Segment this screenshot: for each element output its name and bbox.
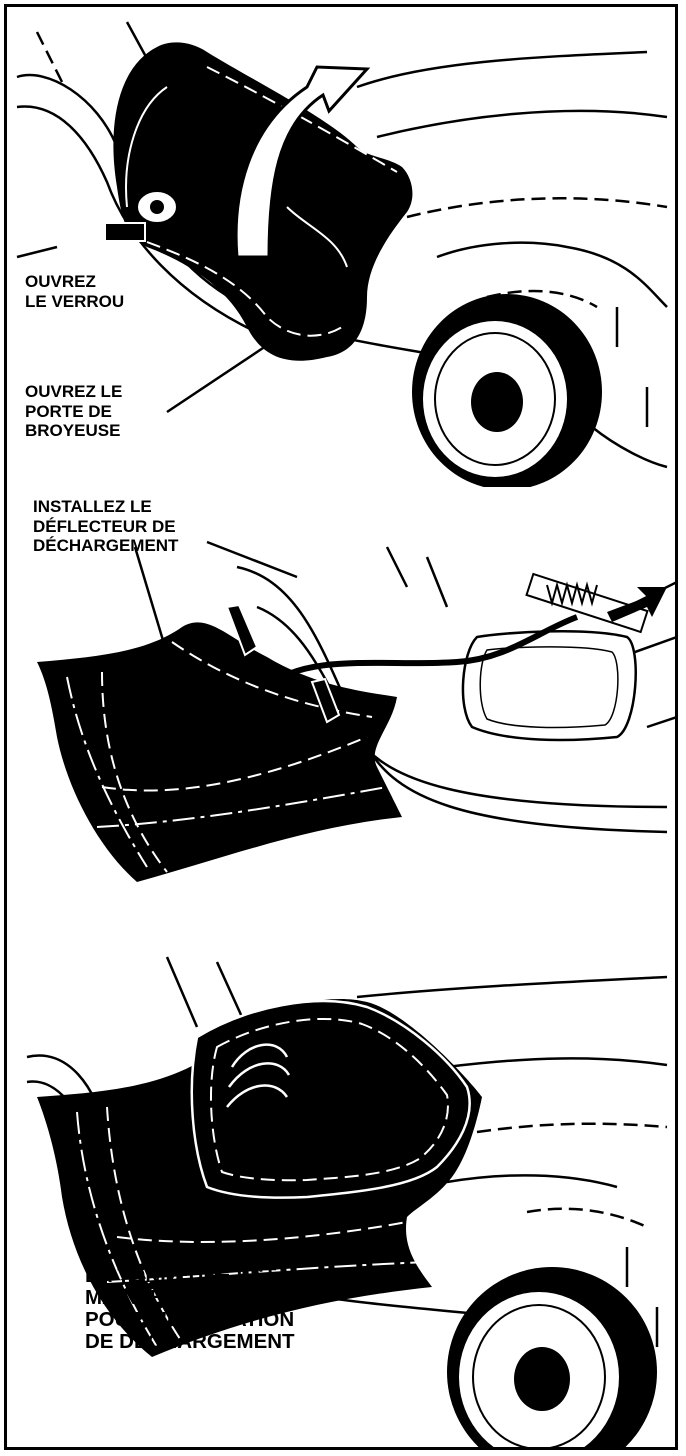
label-open-mulch-door: OUVREZ LE PORTE DE BROYEUSE (25, 382, 122, 441)
label-mower-ready: LA TONDEUSE EST MAINTENANT PRÊTE POUR L’… (85, 1265, 295, 1354)
label-open-latch: OUVREZ LE VERROU (25, 272, 124, 311)
label-install-deflector: INSTALLEZ LE DÉFLECTEUR DE DÉCHARGEMENT (33, 497, 178, 556)
hinge-spring (527, 574, 667, 632)
mulch-door-closed (105, 42, 412, 360)
panel-mower-ready (7, 947, 678, 1447)
leader-line-door (167, 342, 272, 412)
wheel (447, 1267, 657, 1447)
diagram-frame: OUVREZ LE VERROU OUVREZ LE PORTE DE BROY… (4, 4, 678, 1450)
wheel (412, 294, 602, 487)
